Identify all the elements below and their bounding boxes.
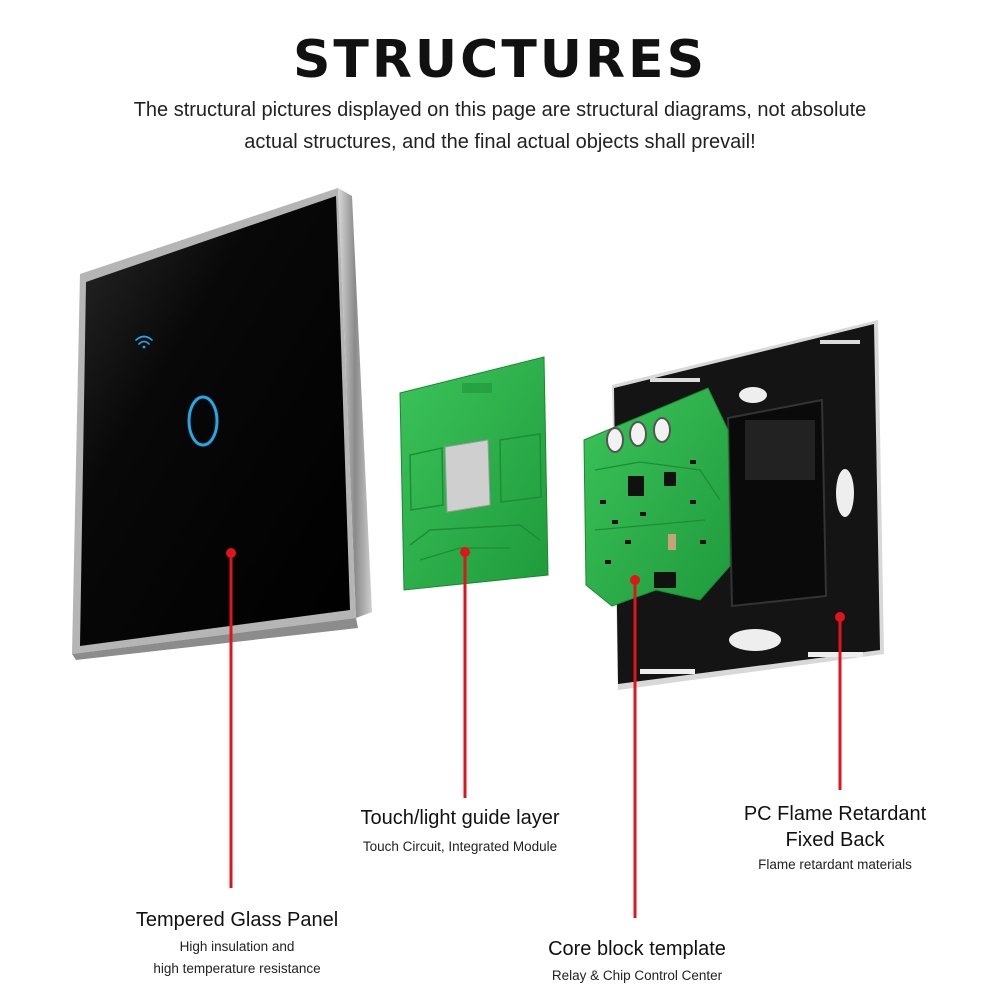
- callout-pointers: [226, 547, 845, 918]
- core-block-pcb: [583, 387, 731, 607]
- label-title-1: PC Flame Retardant: [743, 803, 927, 825]
- label-touch-layer: Touch/light guide layer Touch Circuit, I…: [320, 807, 600, 858]
- callout-touch-layer: [460, 547, 470, 798]
- wifi-icon: [135, 335, 153, 349]
- label-back-panel: PC Flame Retardant Fixed Back Flame reta…: [705, 803, 965, 876]
- label-desc-1: High insulation and: [179, 939, 295, 954]
- label-title: Touch/light guide layer: [360, 807, 560, 829]
- callout-back-panel: [835, 612, 845, 790]
- label-desc-2: high temperature resistance: [153, 961, 321, 976]
- label-core-block: Core block template Relay & Chip Control…: [497, 938, 777, 987]
- label-tempered-glass-panel: Tempered Glass Panel High insulation and…: [97, 909, 377, 980]
- callout-glass-panel: [226, 548, 236, 888]
- callout-core-block: [630, 575, 640, 918]
- page-title: STRUCTURES: [292, 30, 708, 90]
- label-desc-1: Touch Circuit, Integrated Module: [362, 839, 558, 854]
- label-desc-1: Relay & Chip Control Center: [551, 968, 723, 983]
- label-title: Tempered Glass Panel: [135, 909, 339, 931]
- tempered-glass-panel: [72, 188, 372, 660]
- label-title-2: Fixed Back: [785, 829, 885, 851]
- subtitle-line-2: actual structures, and the final actual …: [244, 131, 756, 153]
- touch-pcb-layer: [399, 356, 549, 591]
- subtitle-line-1: The structural pictures displayed on thi…: [133, 99, 867, 121]
- label-desc-1: Flame retardant materials: [758, 857, 912, 872]
- touch-button-icon: [187, 395, 219, 447]
- label-title: Core block template: [548, 938, 726, 960]
